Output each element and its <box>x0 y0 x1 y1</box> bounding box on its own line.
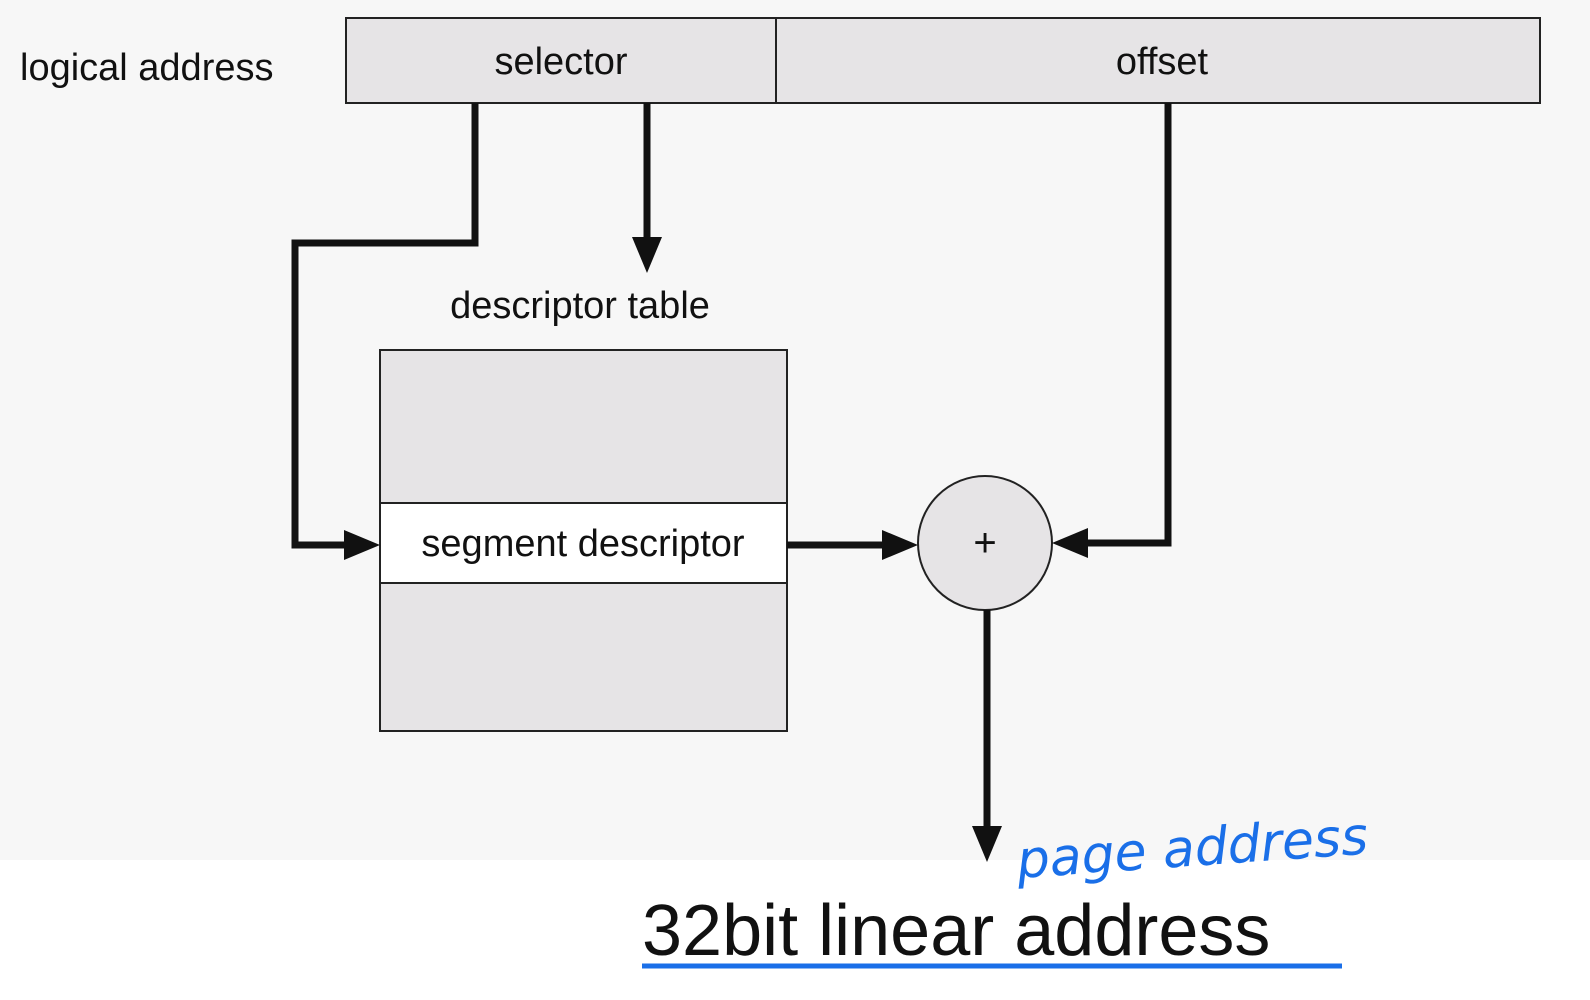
offset-to-adder-line <box>1082 103 1172 547</box>
descriptor-table-upper <box>379 349 788 504</box>
selector-to-descriptor-arrowhead <box>344 530 380 560</box>
figure-background <box>0 0 1590 860</box>
logical-address-label: logical address <box>20 47 273 89</box>
descriptor-table-lower <box>379 582 788 732</box>
offset-to-adder-arrowhead <box>1052 528 1088 558</box>
offset-label: offset <box>1116 41 1209 83</box>
selector-to-descriptor-line <box>291 103 479 549</box>
segment-descriptor-row <box>379 502 788 584</box>
selector-field <box>345 17 777 104</box>
selector-label: selector <box>494 41 627 83</box>
descriptor-to-adder-arrowhead <box>882 530 918 560</box>
adder-to-output-arrowhead <box>972 826 1002 862</box>
selector-to-table-arrowhead <box>632 237 662 273</box>
descriptor-table-label: descriptor table <box>450 285 710 327</box>
adder-symbol: + <box>973 521 996 565</box>
segment-descriptor-label: segment descriptor <box>421 523 744 565</box>
linear-address-label: 32bit linear address <box>642 891 1270 971</box>
offset-field <box>775 17 1541 104</box>
